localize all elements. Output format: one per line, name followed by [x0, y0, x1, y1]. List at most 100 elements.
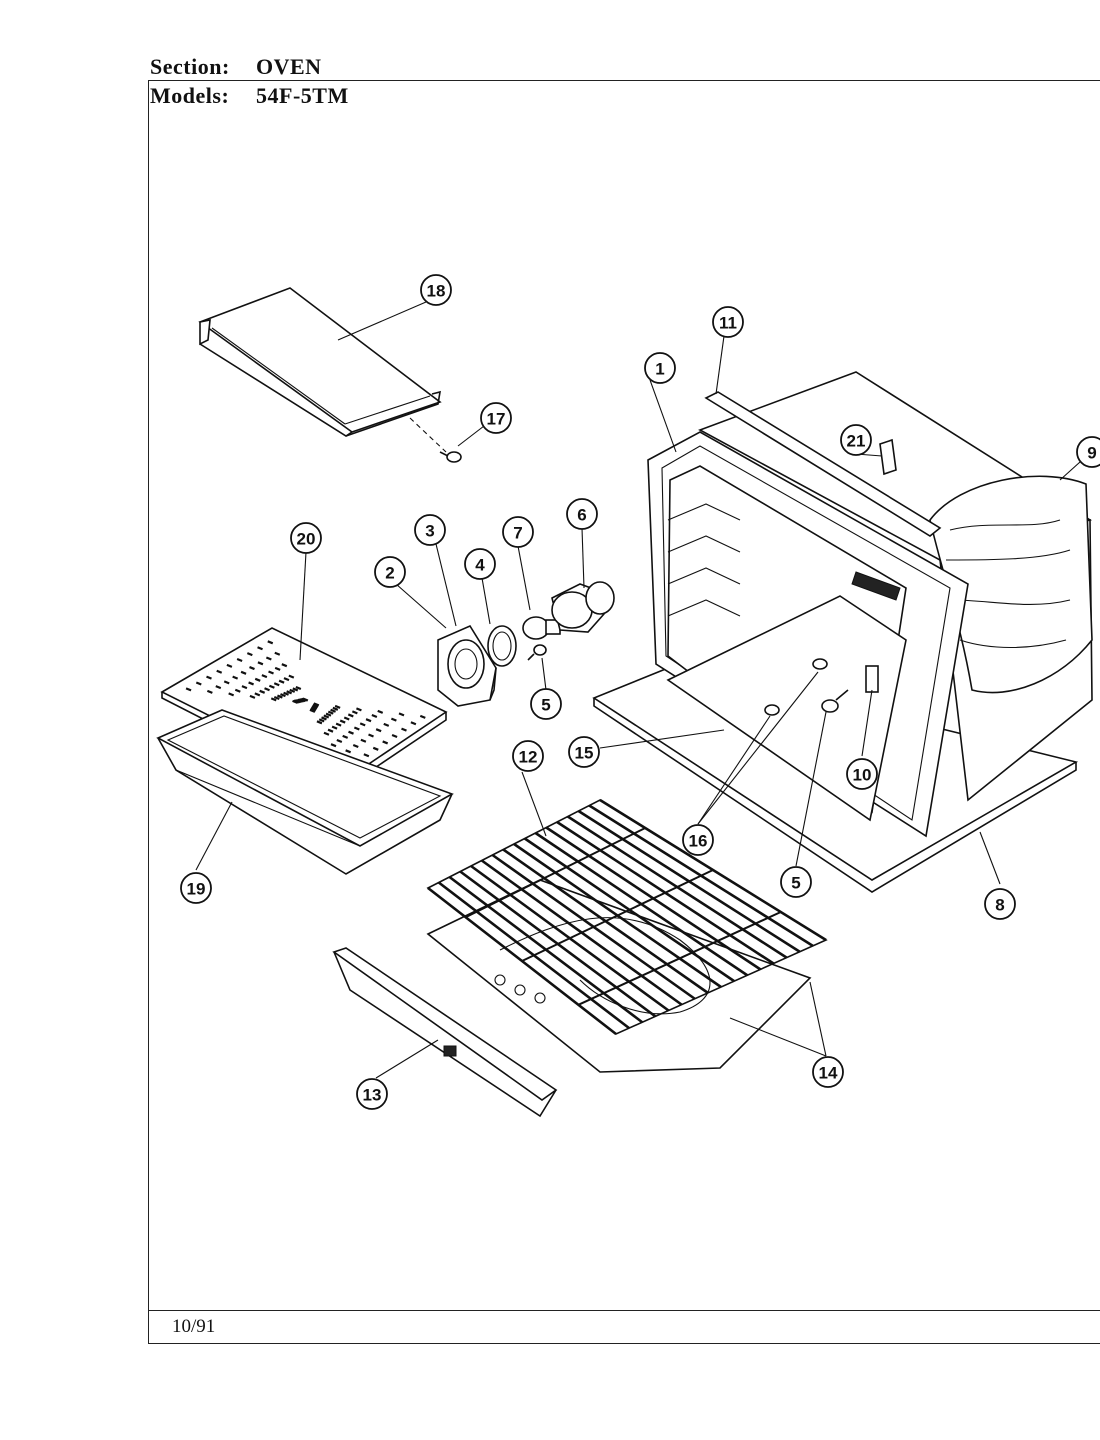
callout-5: 5	[530, 688, 562, 720]
grid-hole	[289, 688, 296, 693]
grid-hole	[254, 692, 261, 697]
revision-date: 10/91	[172, 1316, 216, 1337]
callout-7: 7	[502, 516, 534, 548]
grid-hole	[348, 730, 354, 735]
svg-text:14: 14	[819, 1064, 838, 1083]
callout-14: 14	[812, 1056, 844, 1088]
grid-hole	[278, 679, 285, 684]
part-light-bulb	[522, 616, 561, 640]
grid-hole	[273, 682, 280, 687]
part-broiler-grid	[160, 627, 448, 791]
grid-hole	[273, 695, 280, 700]
svg-text:19: 19	[187, 880, 206, 899]
grid-hole	[360, 738, 367, 743]
svg-text:18: 18	[427, 282, 446, 301]
grid-hole	[332, 706, 339, 711]
grid-hole	[309, 708, 316, 713]
models-value: 54F-5TM	[256, 83, 349, 108]
part-screws-floor	[764, 658, 849, 716]
grid-hole	[185, 687, 192, 692]
grid-hole	[261, 674, 268, 679]
grid-hole	[345, 749, 352, 754]
callout-18: 18	[420, 274, 452, 306]
callout-11: 11	[712, 306, 744, 338]
grid-hole	[327, 728, 334, 733]
svg-text:20: 20	[297, 530, 316, 549]
section-value: OVEN	[256, 54, 322, 79]
grid-hole	[223, 680, 230, 685]
svg-text:17: 17	[487, 410, 506, 429]
grid-hole	[327, 710, 334, 715]
callout-10: 10	[846, 758, 878, 790]
part-bracket	[879, 438, 897, 476]
grid-hole	[368, 733, 374, 738]
svg-text:11: 11	[719, 314, 737, 333]
grid-hole	[206, 675, 212, 680]
grid-hole	[359, 722, 366, 727]
svg-text:7: 7	[513, 524, 522, 543]
grid-hole	[240, 670, 247, 675]
grid-hole	[270, 697, 277, 702]
grid-hole	[372, 746, 379, 751]
grid-hole	[254, 677, 261, 682]
grid-hole	[274, 666, 281, 671]
grid-hole	[316, 720, 323, 725]
grid-hole	[321, 716, 327, 721]
grid-hole	[215, 685, 222, 690]
callout-8: 8	[984, 888, 1016, 920]
footer-divider	[148, 1310, 1100, 1311]
grid-hole	[234, 688, 241, 693]
svg-text:4: 4	[475, 556, 485, 575]
svg-text:5: 5	[541, 696, 550, 715]
svg-text:13: 13	[363, 1086, 382, 1105]
grid-hole	[330, 708, 336, 713]
rack-crossbar	[465, 827, 646, 919]
grid-hole	[325, 712, 332, 717]
part-screw-5a	[527, 644, 547, 661]
svg-text:8: 8	[995, 896, 1004, 915]
callout-2: 2	[374, 556, 406, 588]
svg-text:12: 12	[519, 748, 538, 767]
callout-16: 16	[682, 824, 714, 856]
grid-hole	[335, 722, 342, 727]
grid-hole	[292, 687, 299, 692]
section-label: Section:	[150, 54, 230, 79]
grid-hole	[232, 675, 239, 680]
grid-hole	[363, 753, 370, 758]
grid-hole	[334, 704, 341, 709]
grid-hole	[283, 691, 289, 696]
diagram-frame	[148, 80, 1100, 1344]
grid-hole	[342, 734, 349, 739]
grid-hole	[383, 722, 390, 727]
grid-hole	[302, 697, 309, 702]
svg-text:6: 6	[577, 506, 586, 525]
grid-hole	[249, 694, 256, 699]
callout-19: 19	[180, 872, 212, 904]
grid-hole	[264, 687, 270, 692]
svg-text:1: 1	[655, 360, 664, 379]
grid-hole	[268, 684, 275, 689]
svg-text:5: 5	[791, 874, 800, 893]
grid-hole	[391, 734, 398, 739]
svg-text:3: 3	[425, 522, 434, 541]
grid-hole	[283, 677, 290, 682]
grid-hole	[286, 690, 293, 695]
grid-hole	[281, 663, 288, 668]
grid-hole	[248, 681, 254, 686]
callout-6: 6	[566, 498, 598, 530]
grid-hole	[257, 661, 264, 666]
grid-hole	[352, 744, 359, 749]
grid-hole	[288, 674, 295, 679]
grid-hole	[336, 738, 343, 744]
grid-hole	[330, 743, 337, 748]
grid-hole	[323, 714, 330, 719]
svg-text:21: 21	[847, 432, 866, 451]
callout-20: 20	[290, 522, 322, 554]
rack-crossbar	[577, 911, 782, 1006]
grid-hole	[226, 663, 233, 668]
grid-hole	[246, 652, 253, 657]
grid-hole	[280, 693, 286, 698]
grid-hole	[401, 727, 407, 732]
grid-hole	[295, 686, 302, 691]
callout-17: 17	[480, 402, 512, 434]
